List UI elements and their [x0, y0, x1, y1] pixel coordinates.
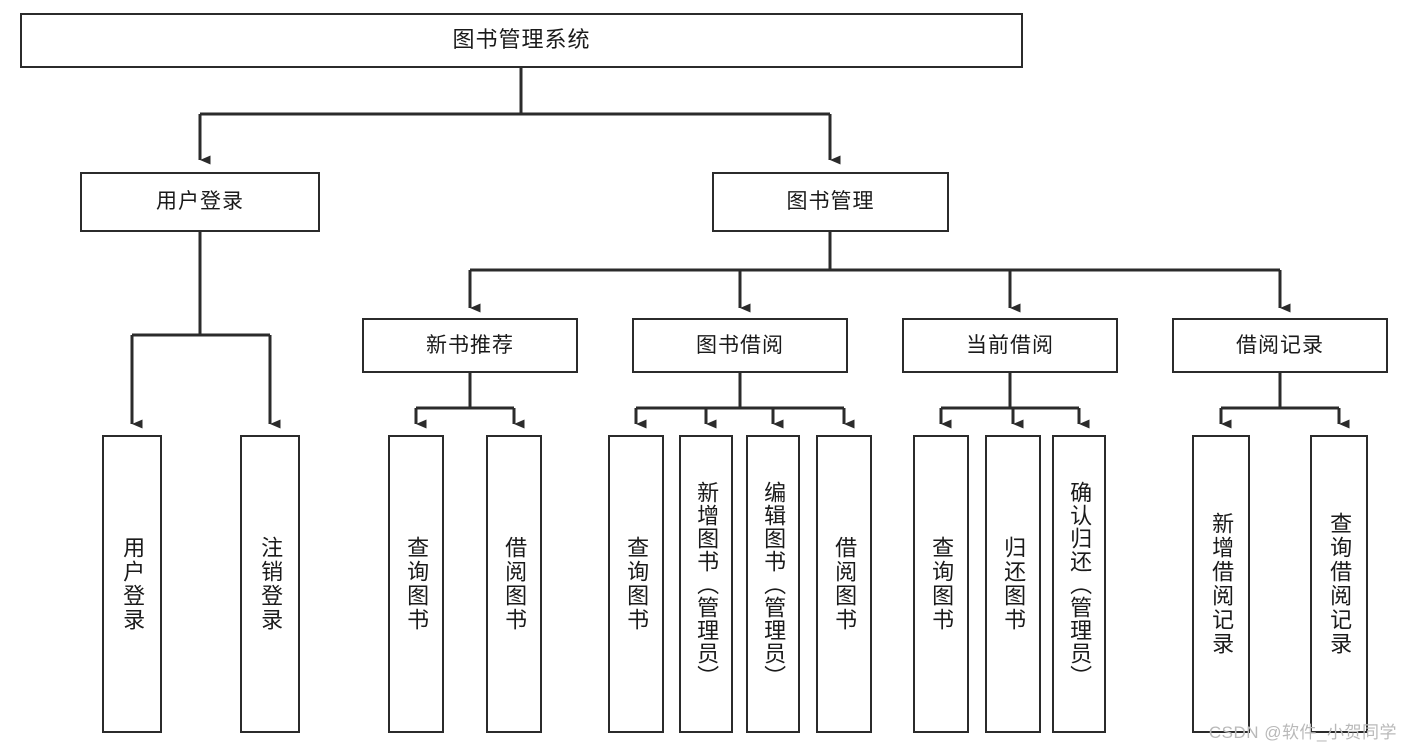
- node-book-manage-label: 图书管理: [786, 190, 875, 214]
- node-user-login[interactable]: 用户登录: [80, 172, 320, 232]
- node-current-borrow[interactable]: 当前借阅: [902, 318, 1118, 373]
- node-borrow-record[interactable]: 借阅记录: [1172, 318, 1388, 373]
- leaf-logout[interactable]: 注销登录: [240, 435, 300, 733]
- leaf-return-book[interactable]: 归还图书: [985, 435, 1041, 733]
- node-book-manage[interactable]: 图书管理: [712, 172, 949, 232]
- leaf-query-book-2[interactable]: 查询图书: [608, 435, 664, 733]
- leaf-edit-book[interactable]: 编辑图书（管理员）: [746, 435, 800, 733]
- leaf-borrow-book-1[interactable]: 借阅图书: [486, 435, 542, 733]
- leaf-add-book-label: 新增图书（管理员）: [694, 480, 720, 688]
- leaf-logout-label: 注销登录: [258, 536, 284, 632]
- leaf-borrow-book-2[interactable]: 借阅图书: [816, 435, 872, 733]
- leaf-query-book-2-label: 查询图书: [624, 536, 650, 632]
- node-new-book-recommend[interactable]: 新书推荐: [362, 318, 578, 373]
- leaf-query-book-3-label: 查询图书: [929, 536, 955, 632]
- leaf-add-record[interactable]: 新增借阅记录: [1192, 435, 1250, 733]
- leaf-confirm-return-label: 确认归还（管理员）: [1067, 480, 1093, 688]
- leaf-return-book-label: 归还图书: [1001, 536, 1027, 632]
- leaf-edit-book-label: 编辑图书（管理员）: [761, 480, 787, 688]
- leaf-query-book-1[interactable]: 查询图书: [388, 435, 444, 733]
- leaf-borrow-book-2-label: 借阅图书: [832, 536, 858, 632]
- leaf-user-login[interactable]: 用户登录: [102, 435, 162, 733]
- leaf-add-book[interactable]: 新增图书（管理员）: [679, 435, 733, 733]
- leaf-query-book-1-label: 查询图书: [404, 536, 430, 632]
- leaf-borrow-book-1-label: 借阅图书: [502, 536, 528, 632]
- node-borrow-record-label: 借阅记录: [1236, 333, 1324, 357]
- node-book-borrow-label: 图书借阅: [696, 333, 784, 357]
- leaf-query-book-3[interactable]: 查询图书: [913, 435, 969, 733]
- node-current-borrow-label: 当前借阅: [966, 333, 1054, 357]
- node-new-book-recommend-label: 新书推荐: [426, 333, 514, 357]
- node-root-label: 图书管理系统: [452, 27, 591, 53]
- leaf-query-record-label: 查询借阅记录: [1327, 512, 1353, 656]
- leaf-confirm-return[interactable]: 确认归还（管理员）: [1052, 435, 1106, 733]
- node-book-borrow[interactable]: 图书借阅: [632, 318, 848, 373]
- leaf-add-record-label: 新增借阅记录: [1209, 512, 1235, 656]
- leaf-query-record[interactable]: 查询借阅记录: [1310, 435, 1368, 733]
- leaf-user-login-label: 用户登录: [120, 536, 146, 632]
- node-user-login-label: 用户登录: [156, 190, 244, 214]
- node-root[interactable]: 图书管理系统: [20, 13, 1023, 68]
